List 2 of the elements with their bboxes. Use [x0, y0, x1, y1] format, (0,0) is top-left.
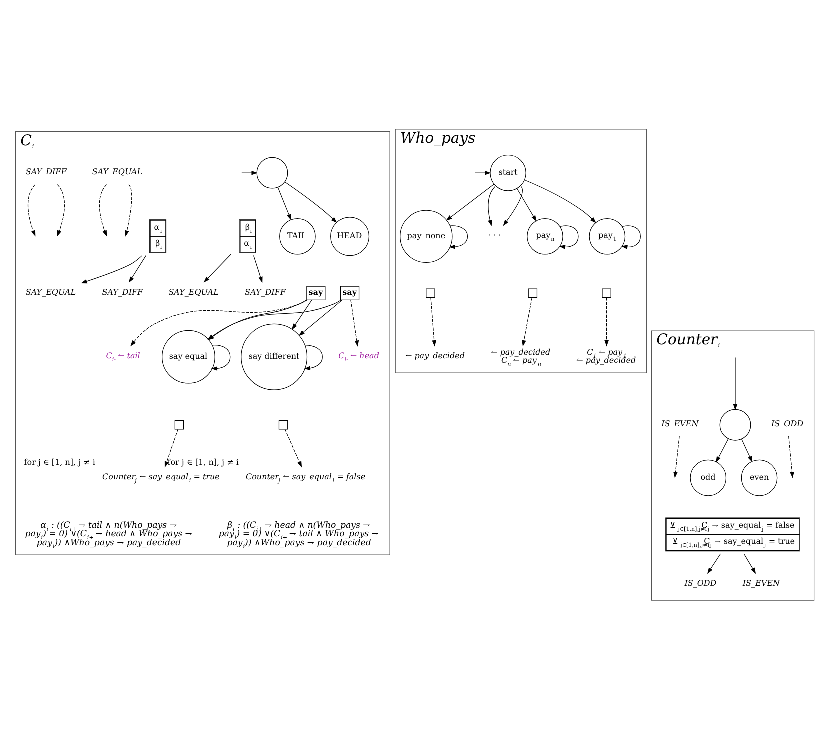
label: α$_{i}$ : ((C$_{i+}$ ⇁ tail ∧ n(Who_pays ⇁ pay$_{i}$) = 0) ∨(C$_{i+}$ ⇁ head ∧ Who_pays ⇁ pay$_{i}$)) ∧Who_pays ⇁ pay_decided: [25, 521, 192, 550]
label: β$_{i}$ : ((C$_{i+}$ ⇁ head ∧ n(Who_pays ⇁ pay$_{i}$) = 0) ∨(C$_{i+}$ ⇁ tail ∧ Who_pays ⇁ pay$_{i}$)) ∧Who_pays ⇁ pay_decided: [218, 521, 379, 550]
